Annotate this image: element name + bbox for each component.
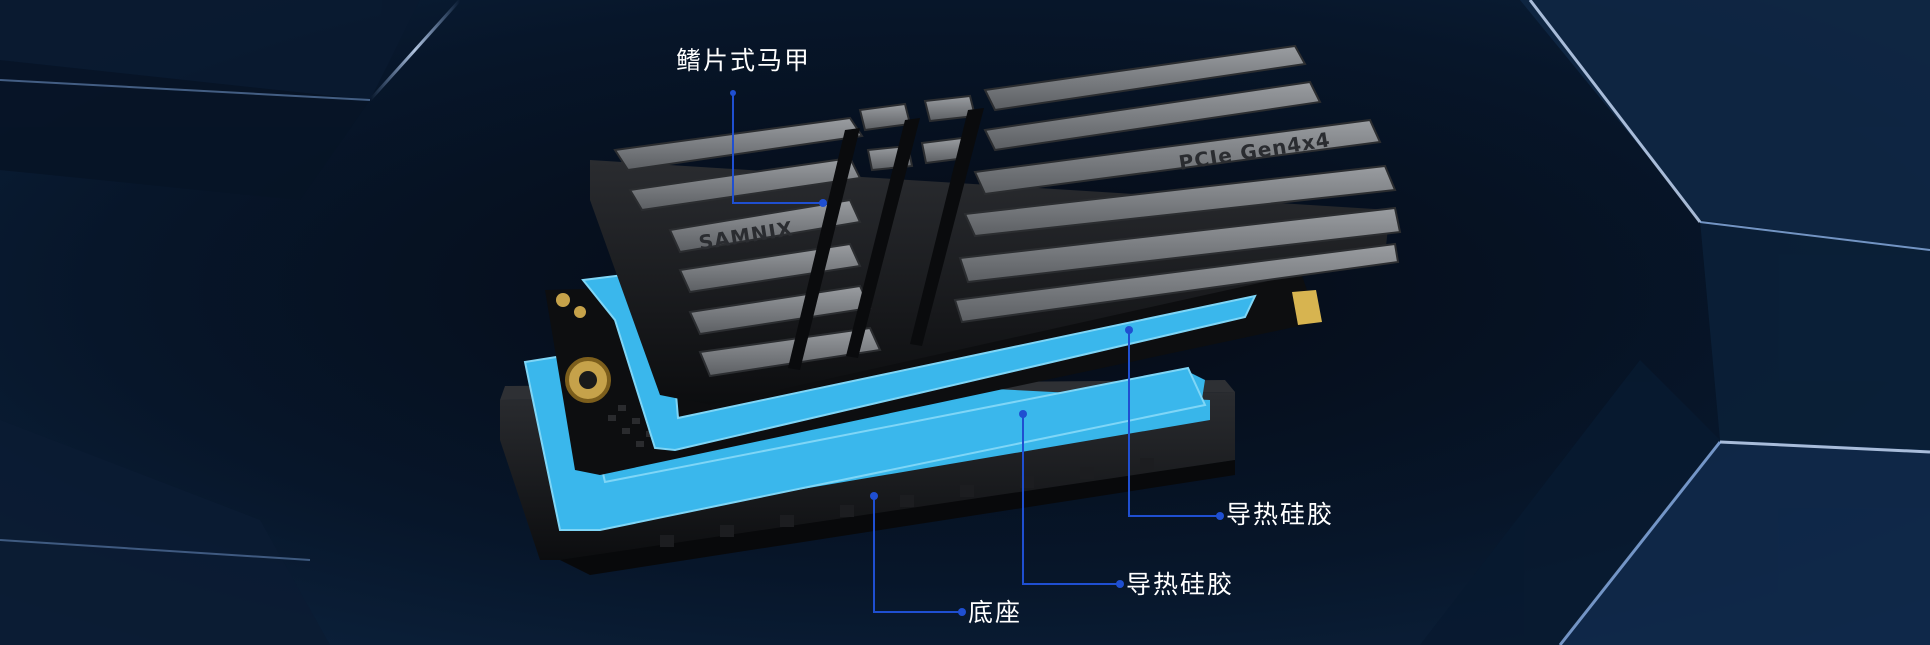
callout-line-heatsink <box>732 93 823 204</box>
callout-label-base: 底座 <box>968 598 1023 627</box>
callout-lines <box>732 93 1220 613</box>
callout-label-thermal-pad-lower: 导热硅胶 <box>1126 570 1235 599</box>
callout-line-pad-upper <box>1128 330 1220 517</box>
callout-label-heatsink: 鳍片式马甲 <box>676 46 812 75</box>
callout-dots <box>730 90 1224 616</box>
callout-line-base <box>873 496 962 613</box>
callout-label-thermal-pad-upper: 导热硅胶 <box>1226 500 1335 529</box>
base-teeth <box>660 458 1154 547</box>
gold-contacts <box>1292 290 1322 325</box>
callout-line-pad-lower <box>1022 414 1120 585</box>
heatsink-fins <box>613 44 1402 378</box>
finned-heatsink <box>590 44 1402 405</box>
heatsink-slots <box>788 108 984 370</box>
